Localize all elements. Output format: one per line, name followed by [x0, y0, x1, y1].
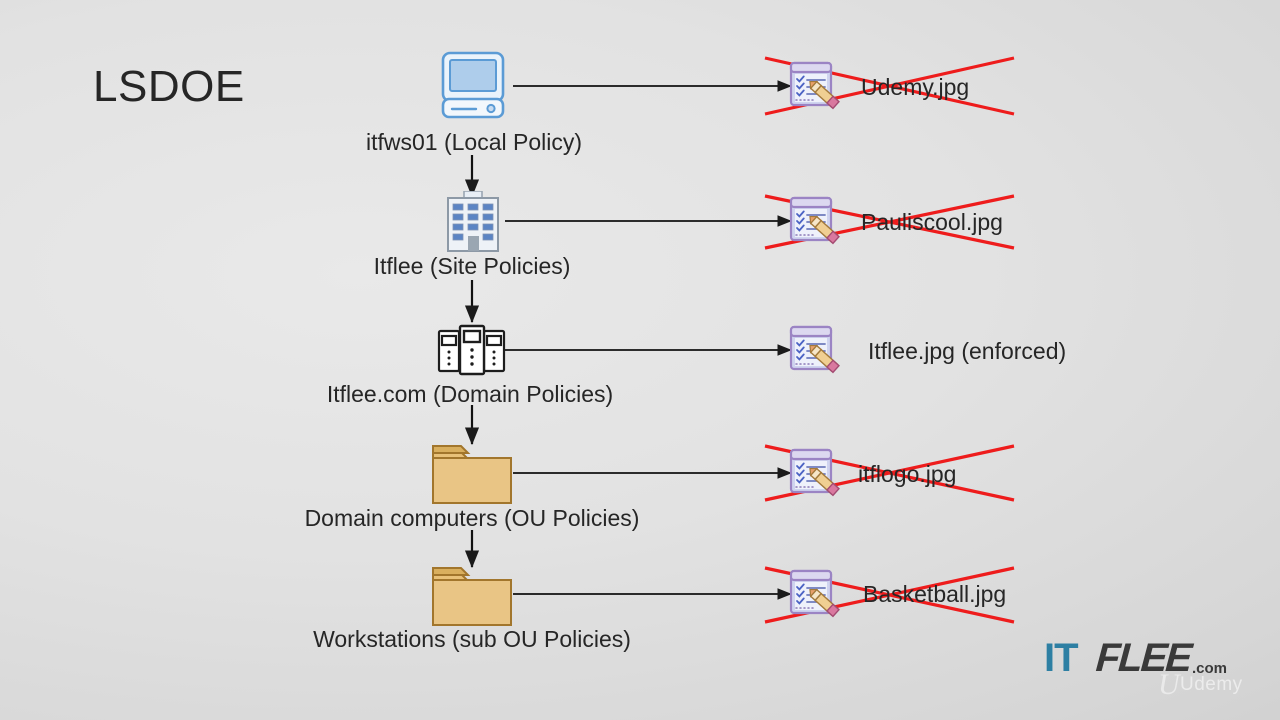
- node-label-domain: Itflee.com (Domain Policies): [326, 381, 614, 407]
- building-icon: [445, 190, 501, 253]
- page-title: LSDOE: [93, 62, 245, 111]
- logo-com-text: .com: [1192, 660, 1228, 677]
- policy-label-itflee: Itflee.jpg (enforced): [868, 338, 1067, 364]
- logo-it-text: IT: [1044, 636, 1079, 680]
- node-label-site: Itflee (Site Policies): [373, 253, 571, 279]
- node-label-ou: Domain computers (OU Policies): [304, 505, 640, 531]
- policy-document-icon: [789, 195, 841, 247]
- policy-label-basketball: Basketball.jpg: [863, 581, 1007, 607]
- servers-icon: [437, 323, 507, 377]
- udemy-watermark-label: Udemy: [1180, 674, 1243, 695]
- node-label-local: itfws01 (Local Policy): [365, 129, 583, 155]
- computer-icon: [440, 51, 506, 119]
- logo-flee-text: FLEE: [1094, 636, 1192, 680]
- policy-document-icon: [789, 447, 841, 499]
- policy-label-itflogo: itflogo.jpg: [858, 461, 957, 487]
- udemy-watermark-icon: U: [1158, 668, 1180, 701]
- node-label-subou: Workstations (sub OU Policies): [313, 626, 631, 652]
- policy-label-pauliscool: Pauliscool.jpg: [861, 209, 1003, 235]
- policy-document-icon: [789, 60, 841, 112]
- policy-document-icon: [789, 568, 841, 620]
- folder-icon: [432, 444, 512, 504]
- itflee-logo: U Udemy IT FLEE .com: [1040, 634, 1272, 704]
- policy-document-icon: [789, 324, 841, 376]
- policy-label-udemy: Udemy.jpg: [861, 74, 970, 100]
- folder-icon: [432, 566, 512, 626]
